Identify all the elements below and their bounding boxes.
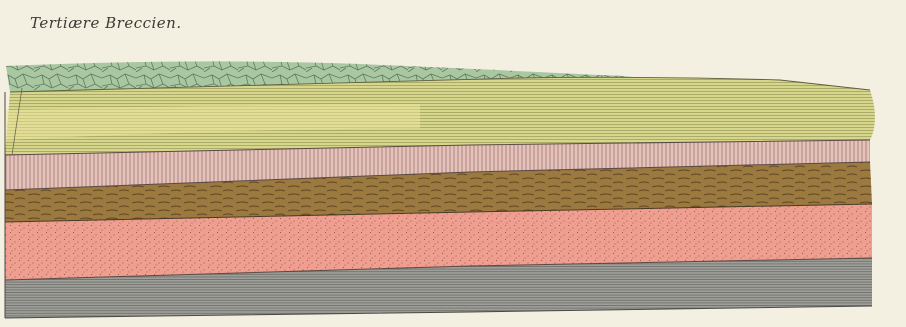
geological-section [0,0,906,327]
